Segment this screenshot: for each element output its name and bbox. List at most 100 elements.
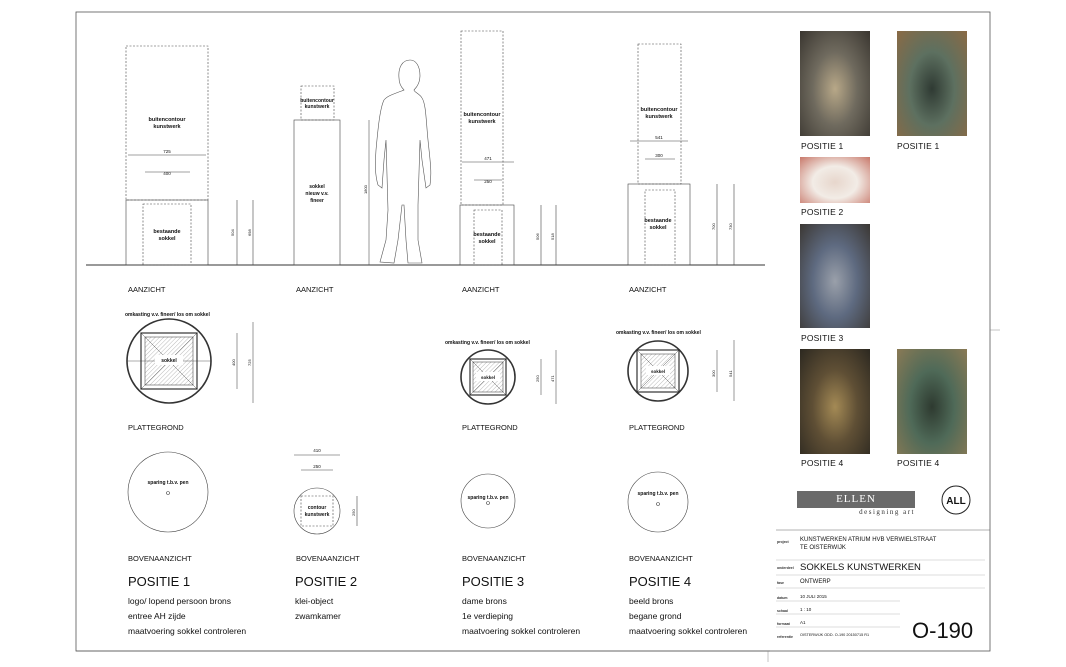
top-view-positie-1	[127, 451, 209, 533]
svg-text:buitencontour: buitencontour	[641, 107, 679, 113]
svg-text:471: 471	[550, 375, 555, 382]
p1-height-1: 504	[230, 229, 235, 236]
pedestal-p2	[293, 119, 341, 266]
elevation-positie-1	[125, 45, 254, 266]
svg-text:sokkel: sokkel	[478, 239, 496, 245]
elevation-positie-2	[293, 85, 341, 266]
positie-4-title: POSITIE 4	[629, 574, 692, 589]
plan-p3-note: omkasting v.v. fineer/ los om sokkel	[445, 340, 530, 346]
tb-project: KUNSTWERKEN ATRIUM HVB VERWIELSTRAAT	[800, 537, 937, 543]
label-plattegrond-3: PLATTEGROND	[462, 423, 518, 432]
svg-text:250: 250	[535, 375, 540, 382]
photo-positie-4-b	[897, 349, 967, 454]
person-silhouette	[368, 59, 432, 265]
plan-p1-note: omkasting v.v. fineer/ los om sokkel	[125, 312, 210, 318]
svg-text:buitencontour: buitencontour	[464, 112, 502, 118]
tb-referentie: OISTERWIJK ODD. O-190 20150715 R1	[800, 633, 870, 637]
label-aanzicht-1: AANZICHT	[128, 285, 166, 294]
tb-project-2: TE OISTERWIJK	[800, 545, 846, 551]
positie-2-title: POSITIE 2	[295, 574, 358, 589]
p1-width-inner: 400	[163, 171, 171, 176]
svg-text:nieuw v.v.: nieuw v.v.	[305, 191, 329, 197]
p1-contour-text: buitencontour	[149, 117, 187, 123]
svg-text:sokkel: sokkel	[161, 358, 177, 364]
svg-text:kunstwerk: kunstwerk	[468, 119, 496, 125]
photo-positie-4-a	[800, 349, 870, 454]
brand-tagline: designing art	[859, 508, 915, 516]
svg-text:250: 250	[484, 179, 492, 184]
photo-positie-1-b	[897, 31, 967, 136]
svg-text:sokkel: sokkel	[158, 236, 176, 242]
svg-text:bestaande: bestaande	[473, 232, 500, 238]
svg-text:sparing t.b.v. pen: sparing t.b.v. pen	[637, 491, 678, 497]
elevation-positie-4	[627, 43, 735, 266]
p1-sokkel-text: bestaande	[153, 229, 180, 235]
top-view-positie-2	[293, 454, 358, 535]
svg-text:sparing t.b.v. pen: sparing t.b.v. pen	[467, 495, 508, 501]
photo-positie-1-a	[800, 31, 870, 136]
brand-name: ELLEN BROUWERS®	[797, 491, 915, 522]
positie-3-title: POSITIE 3	[462, 574, 525, 589]
tb-formaat: A1	[800, 620, 806, 625]
label-bovenaanzicht-3: BOVENAANZICHT	[462, 554, 526, 563]
svg-text:400: 400	[231, 359, 236, 366]
svg-text:sparing t.b.v. pen: sparing t.b.v. pen	[147, 480, 188, 486]
svg-text:250: 250	[313, 464, 321, 469]
elevation-positie-3	[459, 30, 557, 266]
person-height: 1800	[363, 184, 368, 194]
p1-width-outer: 725	[163, 149, 171, 154]
photo-positie-3	[800, 224, 870, 328]
label-aanzicht-4: AANZICHT	[629, 285, 667, 294]
all-logo-circle	[941, 485, 971, 515]
svg-text:kunstwerk: kunstwerk	[305, 512, 330, 518]
photo-positie-2	[800, 157, 870, 203]
plan-p4-note: omkasting v.v. fineer/ los om sokkel	[616, 330, 701, 336]
svg-text:bestaande: bestaande	[644, 218, 671, 224]
label-bovenaanzicht-2: BOVENAANZICHT	[296, 554, 360, 563]
positie-4-desc: beeld brons begane grond maatvoering sok…	[629, 596, 748, 636]
svg-text:541: 541	[728, 370, 733, 377]
svg-text:410: 410	[313, 448, 321, 453]
plan-positie-3	[460, 349, 557, 405]
plan-positie-4	[627, 340, 735, 402]
label-plattegrond-1: PLATTEGROND	[128, 423, 184, 432]
svg-text:contour: contour	[308, 505, 327, 511]
svg-text:kunstwerk: kunstwerk	[645, 114, 673, 120]
top-view-positie-3	[460, 473, 516, 529]
positie-2-desc: klei-object zwamkamer	[295, 596, 341, 621]
label-bovenaanzicht-4: BOVENAANZICHT	[629, 554, 693, 563]
svg-text:sokkel: sokkel	[651, 369, 665, 374]
svg-text:300: 300	[711, 370, 716, 377]
svg-text:buitencontour: buitencontour	[300, 98, 334, 104]
svg-text:725: 725	[247, 359, 252, 366]
svg-text:250: 250	[351, 509, 356, 516]
label-plattegrond-4: PLATTEGROND	[629, 423, 685, 432]
positie-3-desc: dame brons 1e verdieping maatvoering sok…	[462, 596, 581, 636]
top-view-positie-4	[627, 471, 689, 533]
contour-artwork-p1	[125, 45, 209, 201]
label-bovenaanzicht-1: BOVENAANZICHT	[128, 554, 192, 563]
label-aanzicht-2: AANZICHT	[296, 285, 334, 294]
p1-height-2: 698	[247, 229, 252, 236]
all-logo-text: ALL	[946, 496, 965, 507]
svg-text:kunstwerk: kunstwerk	[305, 104, 330, 110]
label-aanzicht-3: AANZICHT	[462, 285, 500, 294]
svg-text:700: 700	[711, 223, 716, 230]
svg-text:541: 541	[655, 135, 663, 140]
svg-text:518: 518	[550, 233, 555, 240]
drawing-number: O-190	[912, 618, 974, 643]
svg-text:fineer: fineer	[310, 198, 324, 204]
svg-text:730: 730	[728, 223, 733, 230]
svg-text:sokkel: sokkel	[481, 375, 495, 380]
svg-text:sokkel: sokkel	[649, 225, 667, 231]
svg-text:kunstwerk: kunstwerk	[153, 124, 181, 130]
tb-fase: ONTWERP	[800, 579, 831, 585]
tb-datum: 10 JULI 2015	[800, 594, 827, 599]
positie-1-title: POSITIE 1	[128, 574, 191, 589]
p2-sokkel-text: sokkel	[309, 184, 325, 190]
svg-text:300: 300	[655, 153, 663, 158]
contour-artwork-p3	[460, 30, 504, 206]
positie-1-desc: logo/ lopend persoon brons entree AH zij…	[128, 596, 247, 636]
